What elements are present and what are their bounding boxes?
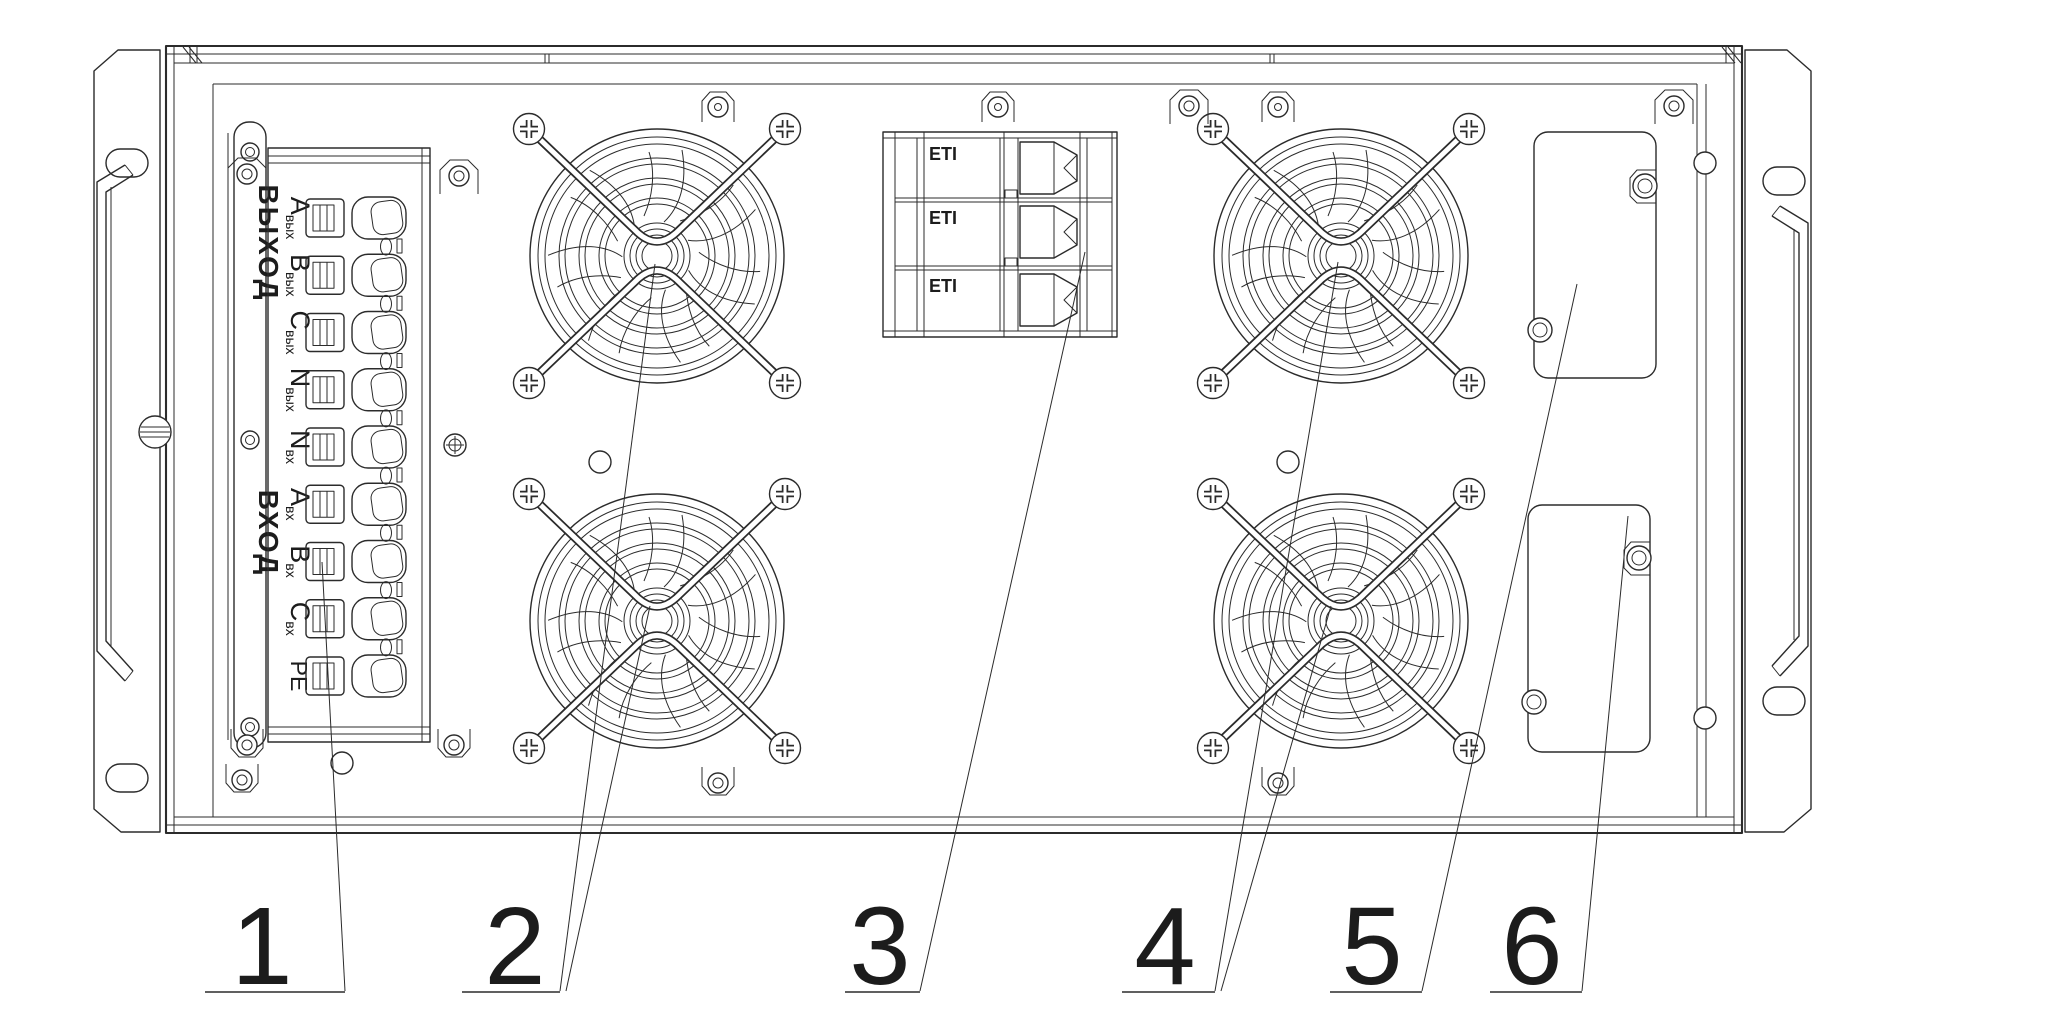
fan-grille-icon xyxy=(1198,114,1485,399)
breaker-pole-1: ETI xyxy=(929,141,1078,195)
callout-1-terminal-block: 1 xyxy=(205,561,346,1008)
screw-icon xyxy=(443,734,465,756)
leader-line xyxy=(919,251,1086,992)
callout-2-left-fan-grilles: 2 xyxy=(462,263,656,1008)
screw-icon xyxy=(443,433,467,457)
callout-number: 2 xyxy=(484,885,545,1008)
terminal-aвых: Aвых xyxy=(283,196,407,256)
terminal-label: Nвх xyxy=(283,430,315,464)
terminal-label: Cвх xyxy=(283,602,315,636)
callout-number: 1 xyxy=(231,885,292,1008)
leader-line xyxy=(1220,605,1332,992)
mounting-slot xyxy=(105,763,149,793)
terminal-label: PE xyxy=(286,661,312,692)
callout-number: 5 xyxy=(1341,885,1402,1008)
screw-icon xyxy=(707,772,729,794)
screw-icon xyxy=(448,165,470,187)
leader-line xyxy=(321,561,346,992)
callout-3-circuit-breaker: 3 xyxy=(845,251,1086,1008)
panel-hole xyxy=(707,96,729,118)
handle-right xyxy=(1771,205,1809,677)
screw-icon xyxy=(236,163,258,185)
callout-4-right-fan-grilles: 4 xyxy=(1122,261,1339,1008)
panel-hole xyxy=(1267,96,1289,118)
terminal-label: Nвых xyxy=(283,368,315,412)
panel-hole xyxy=(1693,151,1717,175)
terminal-block: ВЫХОД ВХОД AвыхBвыхCвыхNвыхNвхAвхBвхCвхP… xyxy=(138,121,467,749)
rack-ear-left xyxy=(93,49,161,833)
circuit-breaker: ETI ETI ETI xyxy=(882,131,1118,338)
breaker-brand-label: ETI xyxy=(929,144,957,164)
mounting-slot xyxy=(1762,686,1806,716)
leader-line xyxy=(559,263,656,992)
mounting-slot xyxy=(1762,166,1806,196)
screw-icon xyxy=(1527,173,1658,343)
screw-icon xyxy=(1178,95,1200,117)
terminal-cвх: Cвх xyxy=(283,597,407,657)
breaker-toggle xyxy=(1019,141,1078,195)
terminal-bвых: Bвых xyxy=(283,253,407,313)
callout-number: 6 xyxy=(1501,885,1562,1008)
terminal-pe: PE xyxy=(286,654,407,698)
terminal-label: Bвых xyxy=(283,254,315,297)
breaker-pole-2: ETI xyxy=(929,205,1078,259)
screw-icon xyxy=(1521,545,1652,715)
fan-grille-icon xyxy=(514,479,801,764)
terminal-label: Aвх xyxy=(283,488,315,520)
callout-number: 4 xyxy=(1134,885,1195,1008)
screw-icon xyxy=(240,142,260,737)
breaker-pole-3: ETI xyxy=(929,273,1078,327)
panel-hole xyxy=(1693,706,1717,730)
chassis-frame xyxy=(164,44,1744,835)
terminal-bвх: Bвх xyxy=(283,539,407,600)
fan-grille-icon xyxy=(1198,479,1485,764)
panel-hole xyxy=(1276,450,1300,474)
callout-number: 3 xyxy=(849,885,910,1008)
cover-plate-bottom xyxy=(1521,504,1652,753)
terminal-label: Aвых xyxy=(283,197,315,240)
terminal-label: Cвых xyxy=(283,311,315,355)
handle-left xyxy=(96,164,134,682)
breaker-brand-label: ETI xyxy=(929,208,957,228)
slotted-screw-icon xyxy=(138,415,172,449)
terminal-cвых: Cвых xyxy=(283,311,407,371)
callout-5-top-cover-plate: 5 xyxy=(1330,283,1578,1008)
terminal-nвх: Nвх xyxy=(283,425,407,485)
leader-line xyxy=(1421,283,1578,992)
screw-icon xyxy=(231,769,253,791)
leader-line xyxy=(565,605,651,992)
breaker-brand-label: ETI xyxy=(929,276,957,296)
screw-icon xyxy=(236,734,258,756)
callout-6-bottom-cover-plate: 6 xyxy=(1490,515,1629,1008)
panel-hole xyxy=(330,751,354,775)
terminal-aвх: Aвх xyxy=(283,482,407,542)
breaker-toggle xyxy=(1019,205,1078,259)
cover-plate-top xyxy=(1527,131,1658,379)
screw-icon xyxy=(1663,95,1685,117)
panel-details xyxy=(225,89,1717,796)
breaker-toggle xyxy=(1019,273,1078,327)
panel-hole xyxy=(588,450,612,474)
leader-line xyxy=(1214,261,1339,992)
mounting-slot xyxy=(105,148,149,178)
terminal-label: Bвх xyxy=(283,545,315,577)
terminal-nвых: Nвых xyxy=(283,368,407,428)
leader-line xyxy=(1581,515,1629,992)
rack-ear-right xyxy=(1744,49,1812,833)
panel-hole xyxy=(987,96,1009,118)
fan-grille-icon xyxy=(514,114,801,399)
